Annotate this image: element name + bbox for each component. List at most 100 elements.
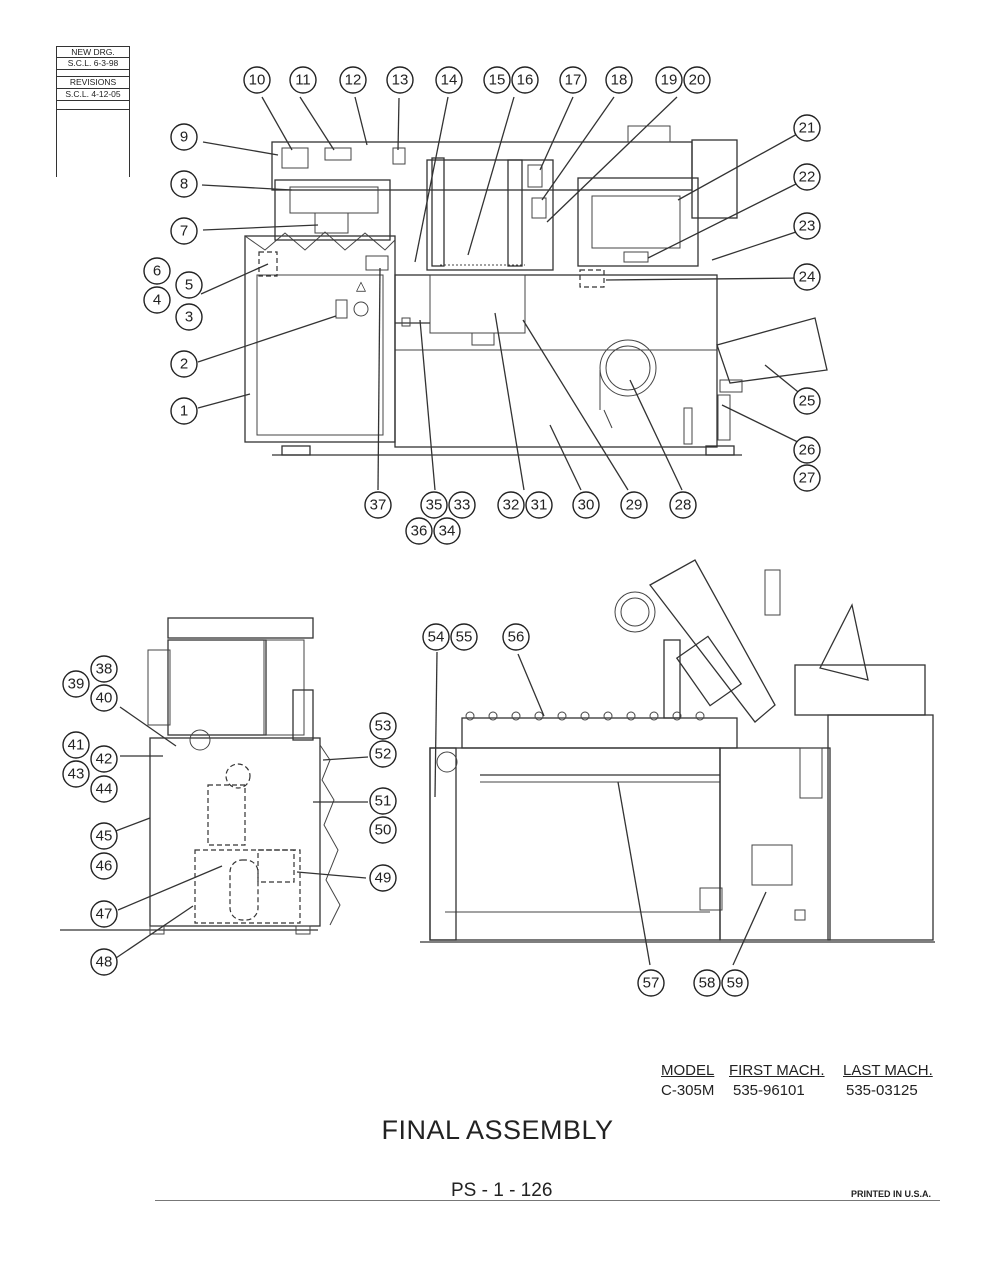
- svg-text:4: 4: [153, 292, 161, 309]
- callout-45: 45: [90, 822, 118, 850]
- svg-text:31: 31: [531, 497, 548, 514]
- svg-text:22: 22: [799, 169, 816, 186]
- svg-text:△: △: [356, 279, 366, 294]
- callout-7: 7: [170, 217, 198, 245]
- svg-text:16: 16: [517, 72, 534, 89]
- callout-31: 31: [525, 491, 553, 519]
- svg-text:19: 19: [661, 72, 678, 89]
- callout-33: 33: [448, 491, 476, 519]
- first-machine-value: 535-96101: [733, 1082, 805, 1099]
- page-title: FINAL ASSEMBLY: [381, 1115, 614, 1145]
- svg-text:41: 41: [68, 737, 85, 754]
- callout-57: 57: [637, 969, 665, 997]
- svg-text:33: 33: [454, 497, 471, 514]
- callout-14: 14: [435, 66, 463, 94]
- callout-51: 51: [369, 787, 397, 815]
- callout-34: 34: [433, 517, 461, 545]
- svg-text:52: 52: [375, 746, 392, 763]
- revision-entry: S.C.L. 4-12-05: [57, 89, 129, 101]
- callout-13: 13: [386, 66, 414, 94]
- callout-18: 18: [605, 66, 633, 94]
- svg-text:34: 34: [439, 523, 456, 540]
- svg-text:39: 39: [68, 676, 85, 693]
- callout-49: 49: [369, 864, 397, 892]
- svg-text:17: 17: [565, 72, 582, 89]
- svg-text:47: 47: [96, 906, 113, 923]
- callout-44: 44: [90, 775, 118, 803]
- svg-text:9: 9: [180, 129, 188, 146]
- svg-text:21: 21: [799, 120, 816, 137]
- svg-text:3: 3: [185, 309, 193, 326]
- callout-27: 27: [793, 464, 821, 492]
- callout-4: 4: [143, 286, 171, 314]
- leader-lines: [112, 96, 809, 966]
- callout-35: 35: [420, 491, 448, 519]
- svg-text:35: 35: [426, 497, 443, 514]
- svg-text:13: 13: [392, 72, 409, 89]
- svg-text:44: 44: [96, 781, 113, 798]
- callout-1: 1: [170, 397, 198, 425]
- revisions-label: REVISIONS: [57, 76, 129, 89]
- page-number: PS - 1 - 126: [451, 1180, 553, 1201]
- callout-36: 36: [405, 517, 433, 545]
- svg-text:37: 37: [370, 497, 387, 514]
- svg-text:7: 7: [180, 223, 188, 240]
- callout-25: 25: [793, 387, 821, 415]
- svg-text:26: 26: [799, 442, 816, 459]
- callout-6: 6: [143, 257, 171, 285]
- callout-39: 39: [62, 670, 90, 698]
- svg-text:27: 27: [799, 470, 816, 487]
- svg-text:49: 49: [375, 870, 392, 887]
- svg-text:6: 6: [153, 263, 161, 280]
- svg-text:2: 2: [180, 356, 188, 373]
- callout-32: 32: [497, 491, 525, 519]
- svg-text:58: 58: [699, 975, 716, 992]
- svg-text:29: 29: [626, 497, 643, 514]
- revision-block: NEW DRG. S.C.L. 6-3-98 REVISIONS S.C.L. …: [56, 46, 130, 177]
- svg-text:12: 12: [345, 72, 362, 89]
- svg-text:30: 30: [578, 497, 595, 514]
- svg-text:11: 11: [295, 72, 311, 89]
- revision-header: NEW DRG.: [57, 46, 129, 58]
- callout-11: 11: [289, 66, 317, 94]
- svg-text:51: 51: [375, 793, 392, 810]
- callout-15: 15: [483, 66, 511, 94]
- callout-29: 29: [620, 491, 648, 519]
- svg-text:55: 55: [456, 629, 473, 646]
- svg-text:57: 57: [643, 975, 660, 992]
- rear-view: [420, 559, 935, 943]
- callout-47: 47: [90, 900, 118, 928]
- front-view: △: [244, 125, 828, 456]
- callout-53: 53: [369, 712, 397, 740]
- callout-41: 41: [62, 731, 90, 759]
- svg-text:8: 8: [180, 176, 188, 193]
- callout-8: 8: [170, 170, 198, 198]
- svg-text:20: 20: [689, 72, 706, 89]
- callout-46: 46: [90, 852, 118, 880]
- callout-38: 38: [90, 655, 118, 683]
- svg-text:50: 50: [375, 822, 392, 839]
- callout-54: 54: [422, 623, 450, 651]
- callout-59: 59: [721, 969, 749, 997]
- svg-text:40: 40: [96, 690, 113, 707]
- callout-37: 37: [364, 491, 392, 519]
- last-machine-header: LAST MACH.: [843, 1062, 933, 1079]
- callout-10: 10: [243, 66, 271, 94]
- callout-40: 40: [90, 684, 118, 712]
- callout-20: 20: [683, 66, 711, 94]
- callout-17: 17: [559, 66, 587, 94]
- svg-text:1: 1: [180, 403, 188, 420]
- callout-26: 26: [793, 436, 821, 464]
- svg-text:42: 42: [96, 751, 113, 768]
- svg-text:28: 28: [675, 497, 692, 514]
- model-header: MODEL: [661, 1062, 715, 1079]
- roller-row: [465, 711, 705, 721]
- callout-55: 55: [450, 623, 478, 651]
- callout-bubbles: 1 2 3 4 5 6 7 8 9 10 11 12 13 14 15 16 1…: [62, 66, 821, 997]
- side-view: [60, 617, 341, 935]
- callout-50: 50: [369, 816, 397, 844]
- svg-text:54: 54: [428, 629, 445, 646]
- svg-text:38: 38: [96, 661, 113, 678]
- svg-text:43: 43: [68, 766, 85, 783]
- svg-text:23: 23: [799, 218, 816, 235]
